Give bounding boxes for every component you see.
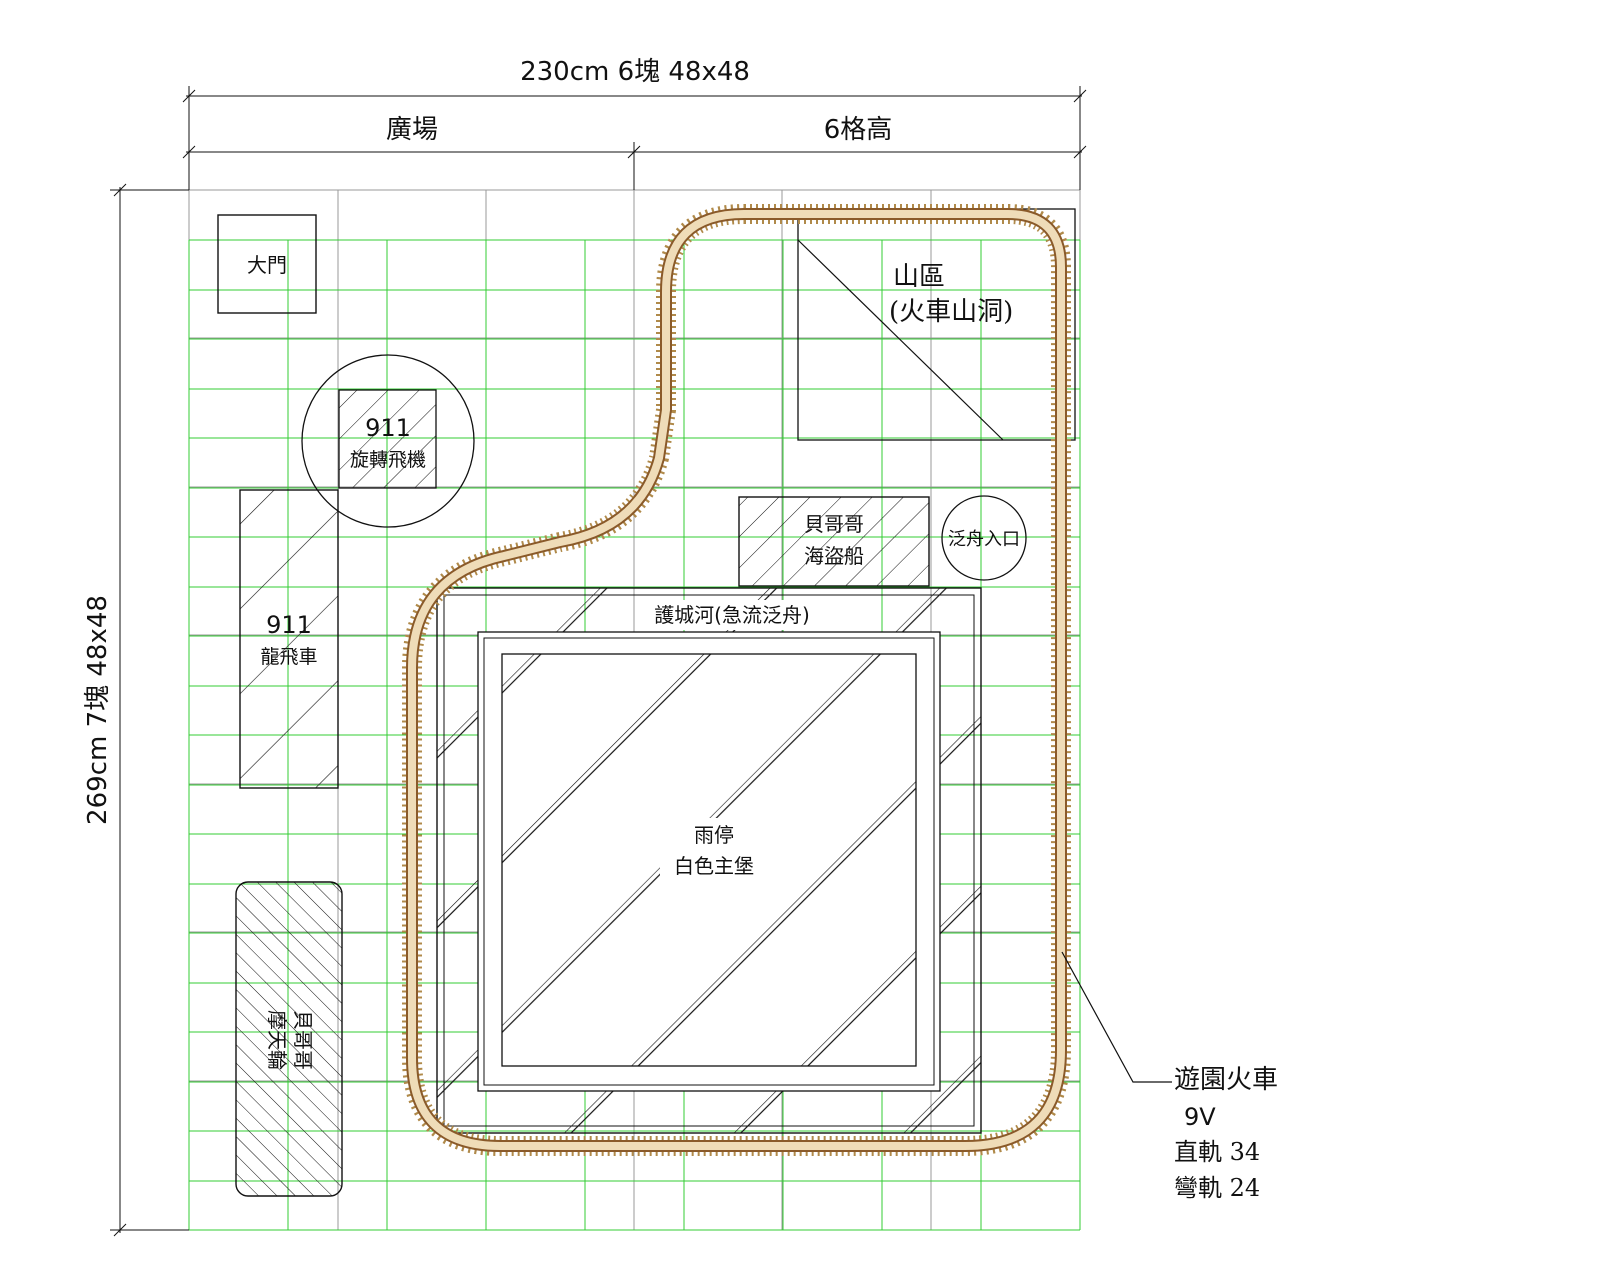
ferris-wheel-area xyxy=(235,881,343,1197)
dimension-lines xyxy=(110,86,1087,1237)
train-leader-line xyxy=(1061,951,1172,1083)
straight-rails-count: 直軌 34 xyxy=(1174,1138,1260,1166)
mountain-label: 山區 xyxy=(893,262,945,292)
dragon-coaster-label: 龍飛車 xyxy=(260,646,317,668)
moat-label-bg xyxy=(642,600,822,630)
spin-plane-label: 旋轉飛機 xyxy=(350,449,426,471)
width-dimension-label: 230cm 6塊 48x48 xyxy=(520,57,750,87)
castle-label-1: 雨停 xyxy=(694,823,734,847)
gate-box xyxy=(217,214,317,314)
plaza-section-label: 廣場 xyxy=(386,115,438,145)
train-tunnel-label: (火車山洞) xyxy=(889,297,1013,327)
curved-rails-count: 彎軌 24 xyxy=(1174,1174,1260,1202)
ferris-wheel-label-2: 摩天輪 xyxy=(265,1010,289,1070)
spin-plane-number: 911 xyxy=(365,414,411,442)
pirate-ship-label-2: 海盜船 xyxy=(804,544,864,568)
train-title: 遊園火車 xyxy=(1174,1065,1278,1095)
raft-entrance-label: 泛舟入口 xyxy=(948,529,1020,550)
spin-plane-circle xyxy=(301,354,475,528)
raft-entrance-circle xyxy=(941,495,1027,581)
height-dimension-label: 269cm 7塊 48x48 xyxy=(83,595,113,825)
train-voltage: 9V xyxy=(1184,1103,1216,1131)
ferris-wheel-label-1: 貝哥哥 xyxy=(291,1010,315,1070)
dragon-coaster-area xyxy=(239,489,339,789)
castle-label-bg xyxy=(660,818,768,884)
mountain-divider-line xyxy=(797,239,1004,441)
six-grid-high-label: 6格高 xyxy=(824,115,893,145)
train-track xyxy=(402,204,1071,1156)
castle-label-2: 白色主堡 xyxy=(674,854,754,878)
pirate-ship-label-1: 貝哥哥 xyxy=(804,512,864,536)
gate-label: 大門 xyxy=(247,253,287,277)
moat-inner-edge xyxy=(443,594,975,1127)
moat-label: 護城河(急流泛舟) xyxy=(654,603,810,627)
castle-wall-inner-line xyxy=(483,637,935,1086)
pirate-ship-area xyxy=(738,496,930,587)
dragon-coaster-number: 911 xyxy=(266,611,312,639)
spin-plane-base xyxy=(338,389,437,489)
